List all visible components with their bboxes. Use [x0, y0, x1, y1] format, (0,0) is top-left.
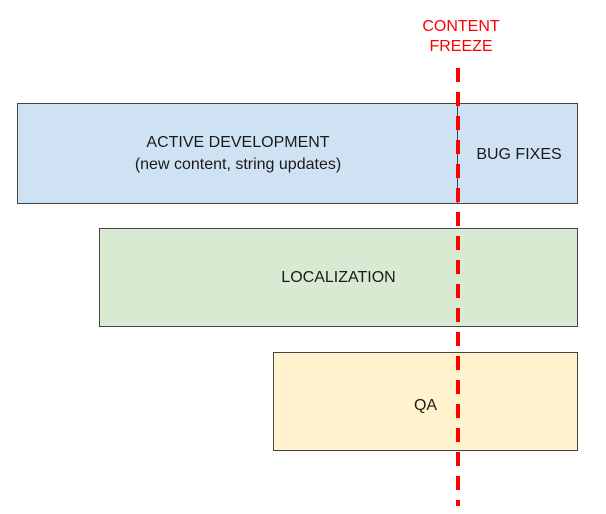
content-freeze-label-line-1: CONTENT [422, 18, 500, 35]
active-development-label: ACTIVE DEVELOPMENT (new content, string … [18, 132, 458, 176]
content-freeze-label-line-2: FREEZE [429, 38, 493, 55]
qa-block: QA [273, 352, 578, 451]
content-freeze-line [456, 68, 460, 506]
localization-label: LOCALIZATION [281, 269, 396, 286]
active-development-title: ACTIVE DEVELOPMENT [146, 134, 330, 151]
localization-block: LOCALIZATION [99, 228, 578, 327]
qa-label: QA [413, 397, 438, 414]
content-freeze-label: CONTENT FREEZE [396, 17, 526, 57]
active-development-block: ACTIVE DEVELOPMENT (new content, string … [17, 103, 578, 204]
bug-fixes-label: BUG FIXES [476, 146, 562, 163]
active-development-subtitle: (new content, string updates) [134, 156, 342, 173]
